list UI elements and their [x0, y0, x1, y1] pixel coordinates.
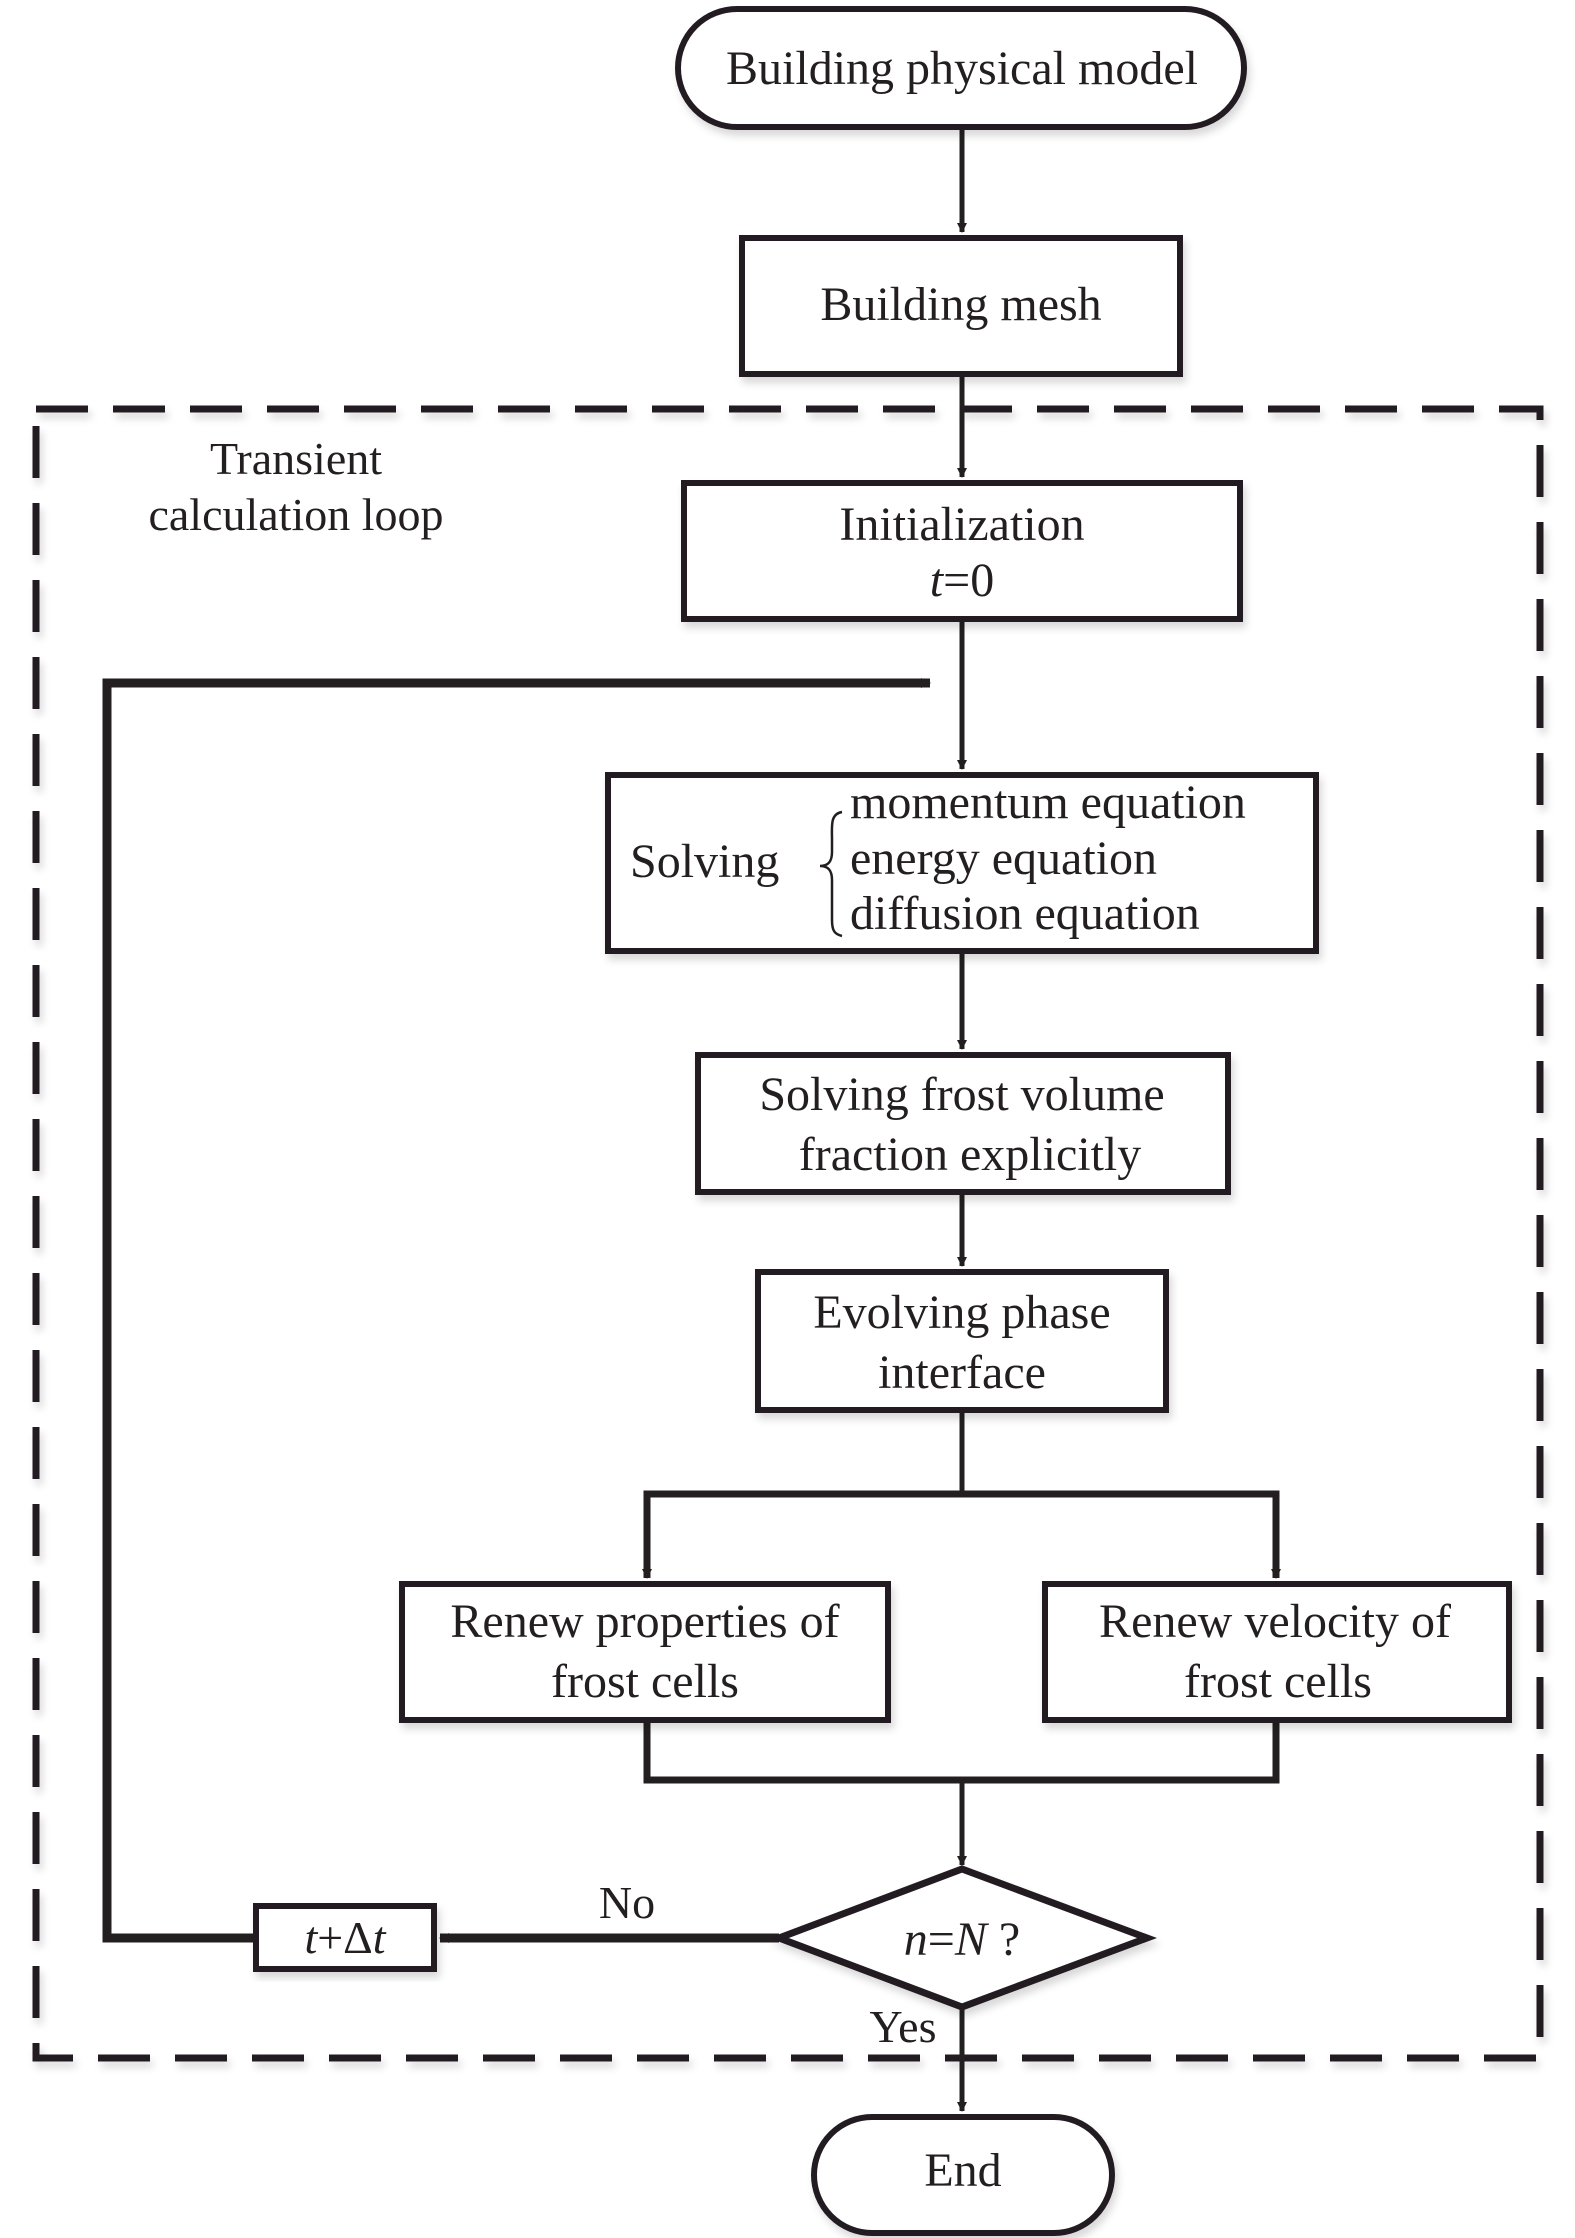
connectors — [102, 129, 1281, 2112]
init-box — [681, 480, 1243, 622]
solving-label: Solving — [630, 835, 779, 888]
evolving-line1: Evolving phase — [813, 1286, 1110, 1339]
renew-velocity-line1: Renew velocity of — [1099, 1595, 1451, 1648]
renew-velocity-box — [1042, 1581, 1512, 1723]
frost-volume-line2: fraction explicitly — [799, 1128, 1142, 1181]
renew-properties-box — [399, 1581, 891, 1723]
start-label: Building physical model — [726, 42, 1198, 95]
equation-momentum: momentum equation — [850, 776, 1246, 829]
equation-diffusion: diffusion equation — [850, 887, 1200, 940]
renew-velocity-line2: frost cells — [1184, 1655, 1372, 1708]
solving-box — [605, 772, 1319, 954]
evolving-line2: interface — [878, 1346, 1046, 1399]
mesh-box — [739, 235, 1183, 377]
start-terminal — [675, 6, 1247, 130]
increment-label: t+Δt — [304, 1912, 386, 1963]
init-label: Initialization — [839, 498, 1084, 551]
renew-properties-line2: frost cells — [551, 1655, 739, 1708]
frost-volume-box — [695, 1052, 1231, 1195]
init-time-label: t=0 — [930, 554, 994, 607]
evolving-box — [755, 1269, 1169, 1413]
loop-region-label-line1: Transient — [210, 433, 382, 484]
split-bar — [643, 1490, 1280, 1578]
increment-box — [253, 1903, 437, 1972]
renew-properties-line1: Renew properties of — [450, 1595, 839, 1648]
end-label: End — [924, 2144, 1001, 2197]
branch-yes-label: Yes — [870, 2001, 937, 2052]
frost-volume-line1: Solving frost volume — [759, 1068, 1164, 1121]
branch-no-label: No — [599, 1877, 655, 1928]
loopback-line — [102, 678, 931, 1943]
equation-energy: energy equation — [850, 832, 1157, 885]
brace-icon — [819, 810, 843, 938]
end-terminal — [811, 2114, 1115, 2236]
transient-loop-region — [32, 405, 1544, 2062]
mesh-label: Building mesh — [820, 278, 1101, 331]
merge-bar — [643, 1721, 1280, 1784]
decision-diamond — [769, 1865, 1158, 2011]
loop-region-label-line2: calculation loop — [148, 489, 443, 540]
decision-label: n=N ? — [904, 1913, 1020, 1966]
